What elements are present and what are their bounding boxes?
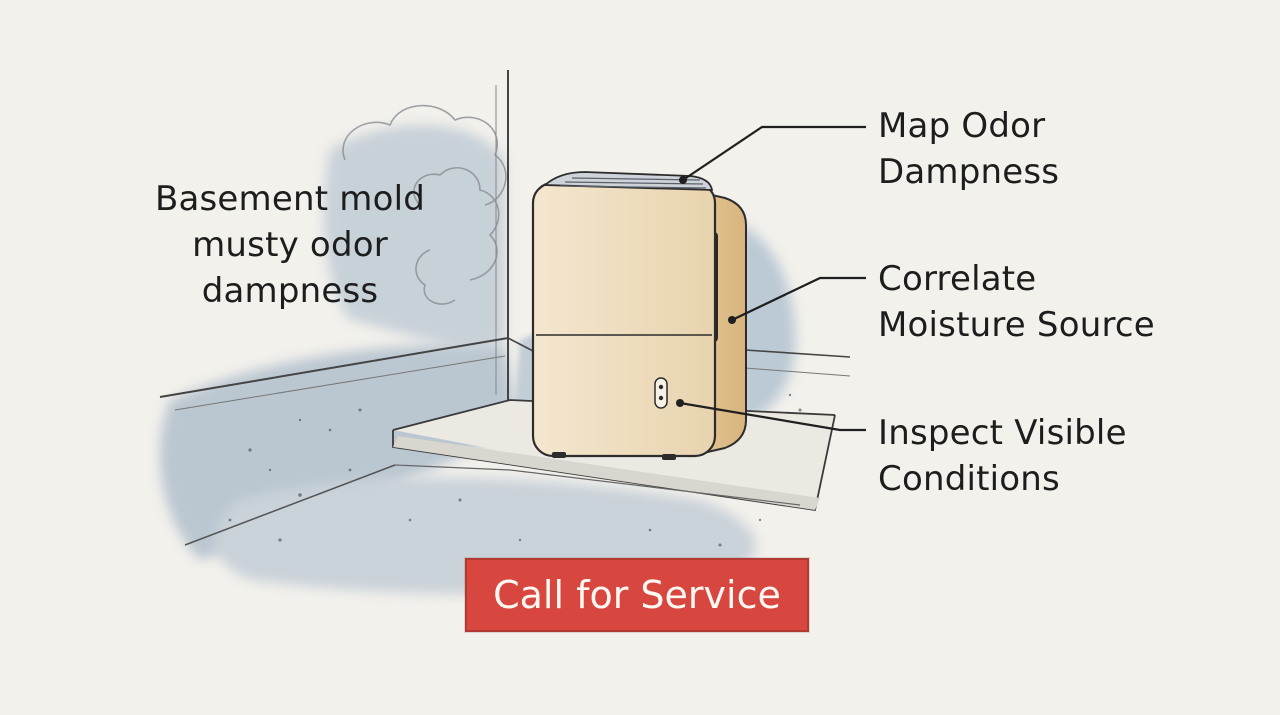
leader-line-map-odor	[682, 125, 866, 181]
callout-line: Map Odor	[878, 106, 1046, 146]
leader-dot-map-odor	[679, 176, 687, 184]
callout-visible-conditions: Inspect Visible Conditions	[878, 410, 1127, 502]
wall-corner	[159, 70, 851, 411]
callout-line: Dampness	[878, 152, 1060, 192]
call-for-service-button[interactable]: Call for Service	[465, 558, 809, 632]
damp-specks	[228, 393, 802, 562]
intro-line: musty odor	[192, 225, 388, 265]
dehumidifier-icon	[531, 171, 747, 460]
callout-line: Conditions	[878, 459, 1060, 499]
leader-dot-moisture-source	[728, 316, 736, 324]
callout-line: Inspect Visible	[878, 413, 1127, 453]
callout-line: Correlate	[878, 259, 1037, 299]
leader-line-visible-conditions	[679, 401, 866, 432]
intro-label: Basement mold musty odor dampness	[150, 176, 430, 314]
callout-moisture-source: Correlate Moisture Source	[878, 256, 1155, 348]
leader-dot-visible-conditions	[676, 399, 684, 407]
leader-dots	[676, 176, 736, 407]
leader-line-moisture-source	[731, 276, 866, 321]
callout-line: Moisture Source	[878, 305, 1155, 345]
mold-cloud-icon	[342, 104, 507, 305]
intro-line: Basement mold	[154, 179, 426, 219]
intro-line: dampness	[201, 271, 379, 311]
callout-map-odor: Map Odor Dampness	[878, 103, 1059, 195]
leader-lines	[679, 125, 866, 432]
